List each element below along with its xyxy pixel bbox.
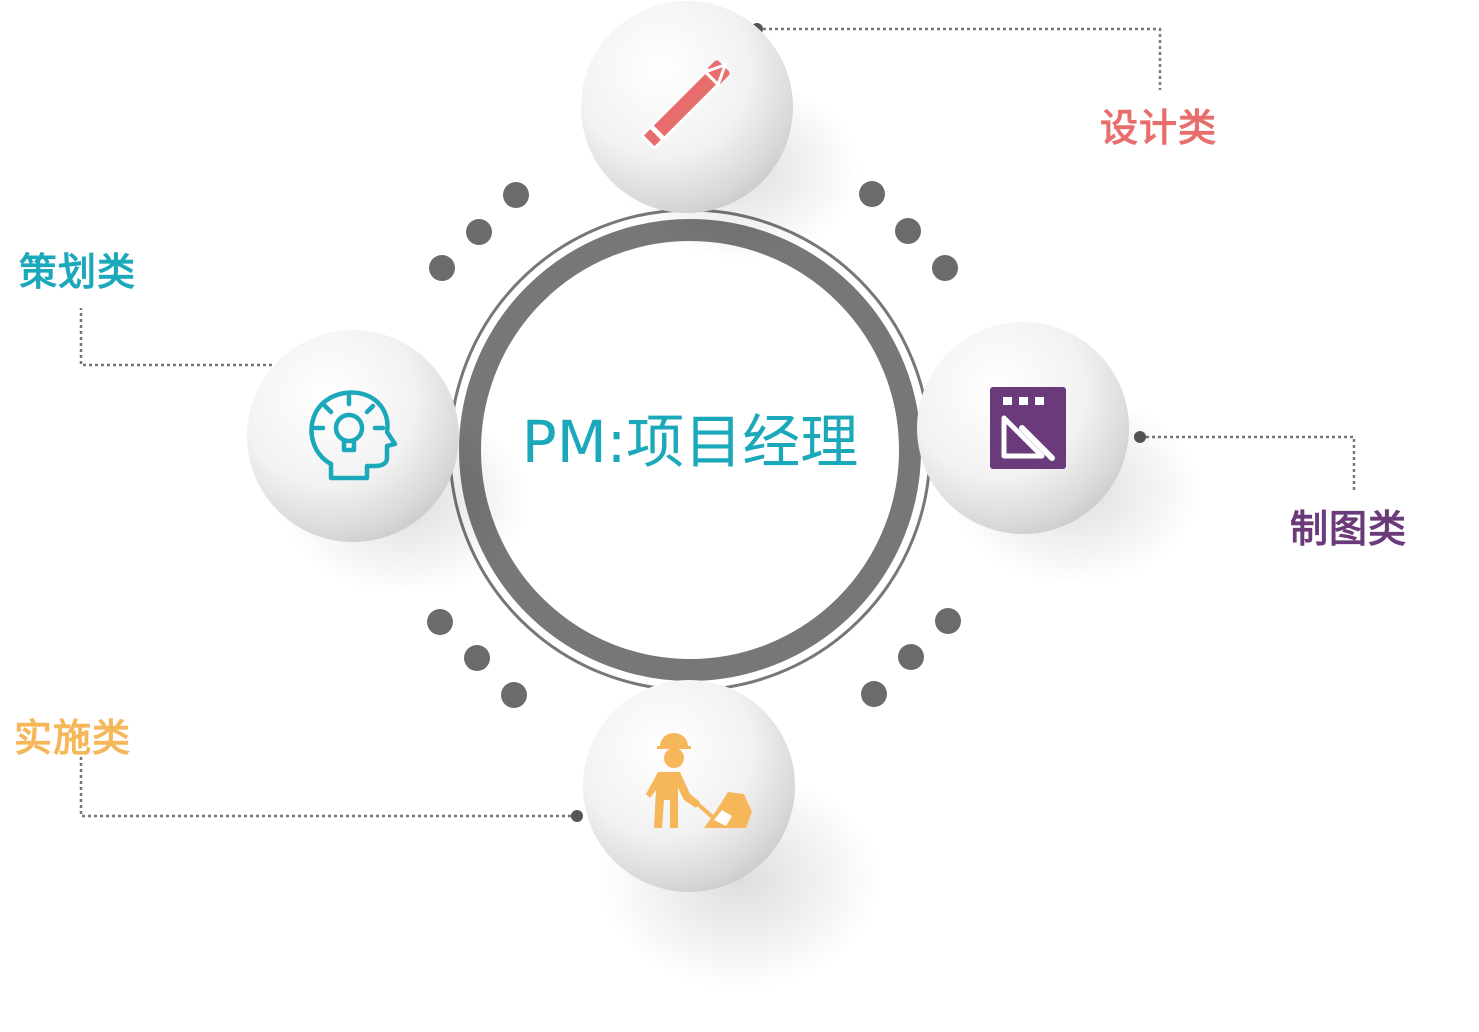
center-title: PM:项目经理	[521, 408, 859, 476]
dot	[898, 644, 924, 670]
dot	[466, 219, 492, 245]
dot	[895, 218, 921, 244]
dot	[861, 681, 887, 707]
ball-implementation[interactable]	[583, 680, 795, 892]
head-lightbulb-icon	[309, 390, 398, 481]
dot	[464, 645, 490, 671]
pencil-ruler-icon	[641, 60, 730, 149]
ball-planning[interactable]	[247, 330, 459, 542]
label-drawing[interactable]: 制图类	[1290, 507, 1408, 551]
label-implementation[interactable]: 实施类	[14, 716, 132, 760]
dot	[935, 608, 961, 634]
connectors	[79, 27, 1356, 818]
connector-implementation	[79, 757, 577, 818]
connector-design	[757, 27, 1162, 90]
construction-worker-icon	[646, 733, 752, 828]
dot	[932, 255, 958, 281]
center-disc	[482, 242, 898, 658]
dot	[429, 255, 455, 281]
dot	[503, 182, 529, 208]
dot	[427, 609, 453, 635]
connector-dot	[571, 810, 583, 822]
connector-planning	[79, 308, 272, 367]
label-design[interactable]: 设计类	[1100, 106, 1218, 150]
decor-dots	[427, 181, 961, 708]
dot	[501, 682, 527, 708]
drafting-board-icon	[990, 387, 1066, 469]
label-planning[interactable]: 策划类	[19, 250, 137, 294]
dot	[859, 181, 885, 207]
